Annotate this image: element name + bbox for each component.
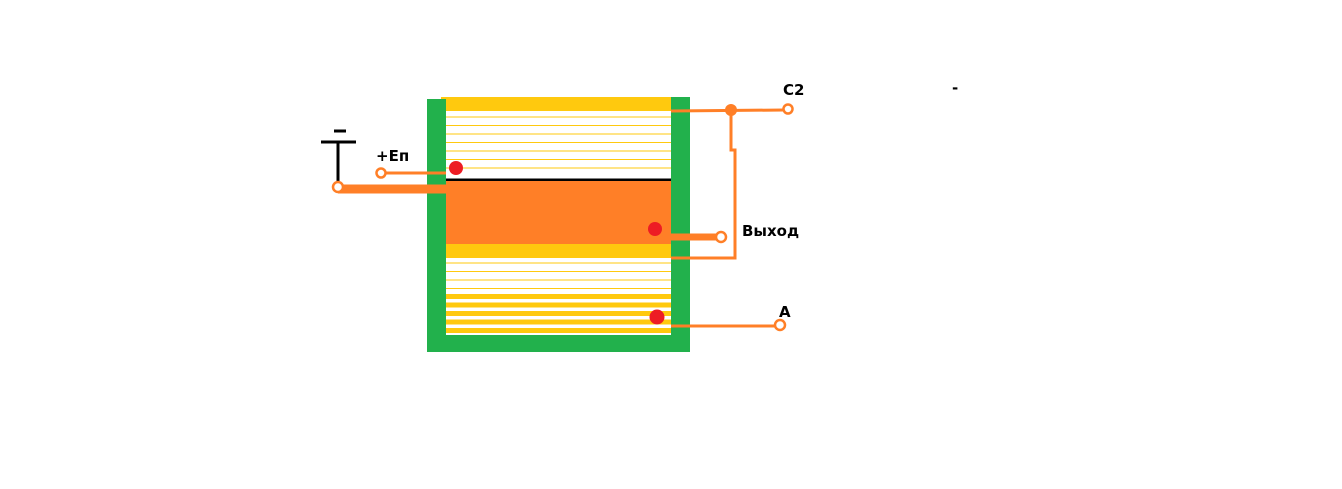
hatch-stripe [446,294,671,299]
frame-left-wall [427,99,446,352]
supply-terminal[interactable] [375,167,387,179]
output-label: Выход [742,222,799,240]
c2-terminal[interactable] [782,103,794,115]
supply-label: +Eп [376,147,409,165]
ground-terminal[interactable] [331,180,345,194]
output-contact-dot [648,222,662,236]
hatch-stripe [446,319,671,325]
a-contact-dot [649,309,665,325]
frame-bottom [427,335,690,352]
c2-return-wire [671,110,737,260]
orange-channel-layer [446,181,671,244]
c2-label: C2 [783,81,804,99]
hatch-stripe [446,328,671,333]
hatch-stripe [446,302,671,308]
c2-junction-dot [725,104,737,116]
output-terminal[interactable] [714,230,728,244]
a-terminal[interactable] [773,318,787,332]
ground-icon [321,129,356,184]
hatch-stripe [446,311,671,316]
a-label: A [779,303,791,321]
lower-hatched-layer [446,262,671,333]
stray-dash: - [952,79,958,97]
supply-contact-dot [449,161,463,175]
frame-right-wall [671,97,690,352]
upper-hatched-layer [446,116,671,169]
top-yellow-layer [441,97,671,111]
middle-yellow-layer [446,244,671,258]
